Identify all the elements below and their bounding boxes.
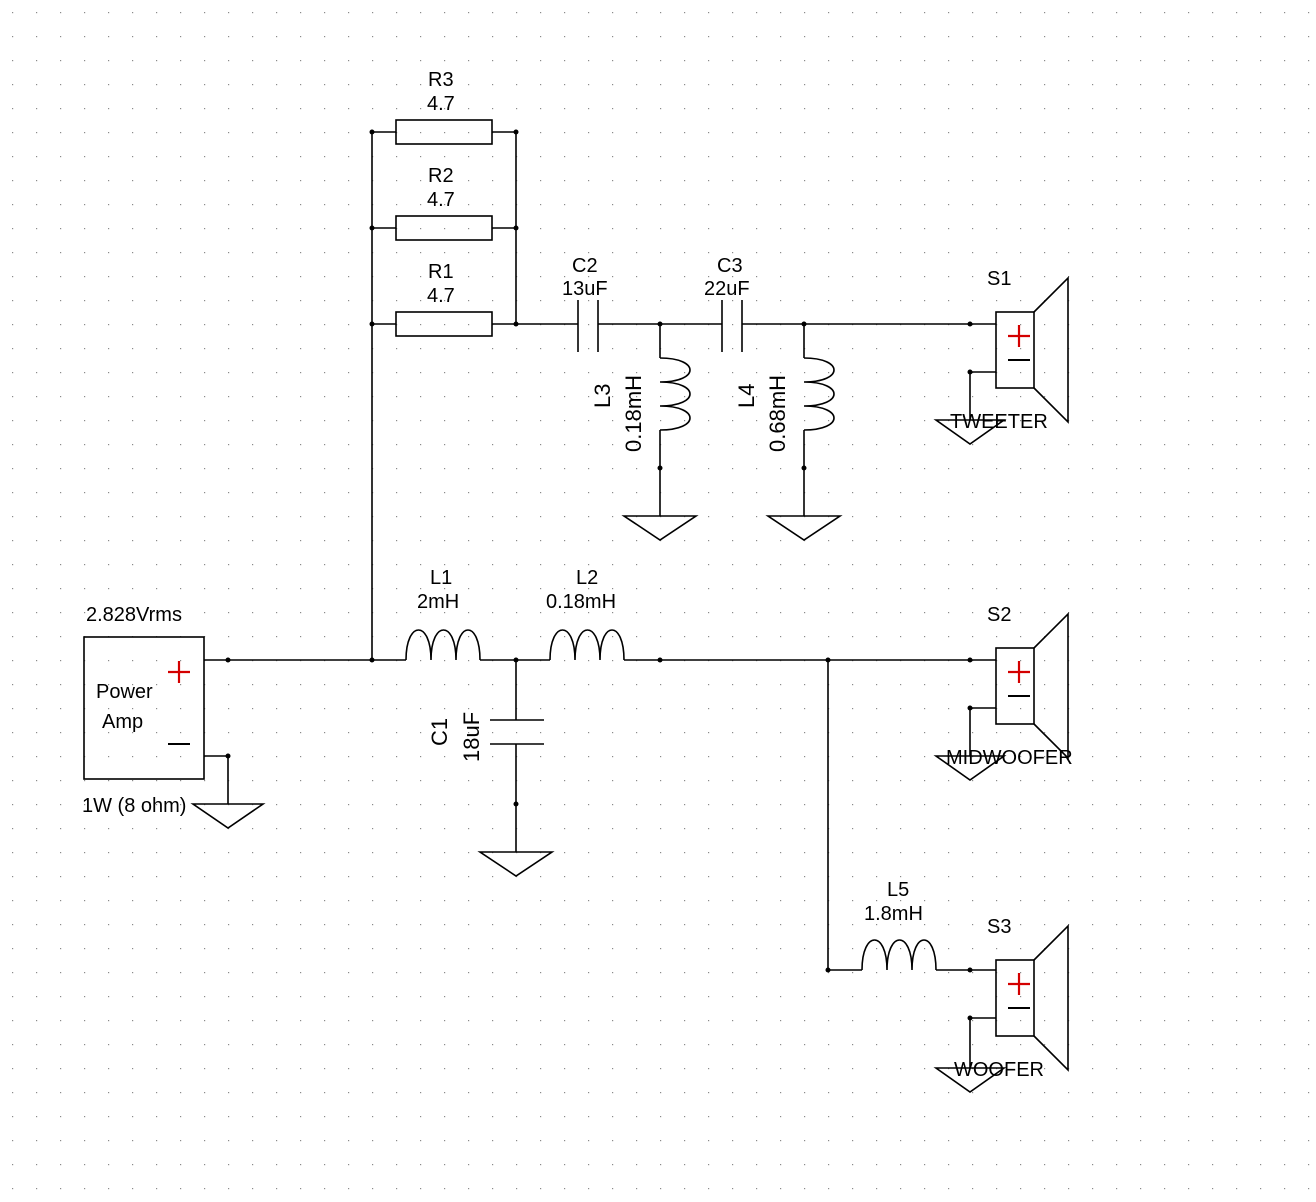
ground-symbols bbox=[190, 419, 1007, 1093]
speaker-s2[interactable] bbox=[995, 612, 1069, 760]
r1-name: R1 bbox=[428, 261, 454, 283]
resistor-r3[interactable] bbox=[395, 119, 493, 145]
l5-name: L5 bbox=[887, 879, 909, 901]
power-amp-label-2: Amp bbox=[102, 711, 143, 733]
s3-label: WOOFER bbox=[954, 1059, 1044, 1081]
ground-icon bbox=[621, 515, 699, 541]
ground-icon bbox=[933, 419, 1007, 445]
inductor-l5[interactable] bbox=[861, 939, 937, 971]
resistor-r1[interactable] bbox=[395, 311, 493, 337]
l1-value: 2mH bbox=[417, 591, 459, 613]
inductor-l4[interactable] bbox=[803, 357, 835, 431]
inductor-l3[interactable] bbox=[659, 357, 691, 431]
source-voltage-label: 2.828Vrms bbox=[86, 604, 182, 626]
inductor-l1[interactable] bbox=[405, 629, 481, 661]
l1-name: L1 bbox=[430, 567, 452, 589]
l2-name: L2 bbox=[576, 567, 598, 589]
capacitor-c1[interactable] bbox=[490, 719, 544, 745]
c3-name: C3 bbox=[717, 255, 743, 277]
c2-name: C2 bbox=[572, 255, 598, 277]
r3-value: 4.7 bbox=[427, 93, 455, 115]
r2-value: 4.7 bbox=[427, 189, 455, 211]
l4-name: L4 bbox=[734, 384, 759, 408]
ground-icon bbox=[933, 1067, 1007, 1093]
ground-icon bbox=[765, 515, 843, 541]
c1-value: 18uF bbox=[459, 712, 484, 762]
resistor-r2[interactable] bbox=[395, 215, 493, 241]
power-amp-label-1: Power bbox=[96, 681, 153, 703]
l3-name: L3 bbox=[590, 384, 615, 408]
source-power-label: 1W (8 ohm) bbox=[82, 795, 186, 817]
grid-dots bbox=[12, 12, 1310, 1190]
r1-value: 4.7 bbox=[427, 285, 455, 307]
r3-name: R3 bbox=[428, 69, 454, 91]
l5-value: 1.8mH bbox=[864, 903, 923, 925]
s1-name: S1 bbox=[987, 268, 1011, 290]
s1-label: TWEETER bbox=[950, 411, 1048, 433]
c2-value: 13uF bbox=[562, 278, 608, 300]
ground-icon bbox=[933, 755, 1007, 781]
s3-name: S3 bbox=[987, 916, 1011, 938]
l3-value: 0.18mH bbox=[621, 375, 646, 452]
ground-icon bbox=[190, 803, 266, 829]
wires bbox=[204, 131, 996, 1068]
l4-value: 0.68mH bbox=[765, 375, 790, 452]
junction-nodes bbox=[225, 129, 973, 1021]
r2-name: R2 bbox=[428, 165, 454, 187]
capacitor-c2[interactable] bbox=[577, 300, 599, 352]
c3-value: 22uF bbox=[704, 278, 750, 300]
l2-value: 0.18mH bbox=[546, 591, 616, 613]
power-amp[interactable]: Power Amp bbox=[83, 636, 205, 780]
s2-name: S2 bbox=[987, 604, 1011, 626]
s2-label: MIDWOOFER bbox=[946, 747, 1073, 769]
speaker-s3[interactable] bbox=[995, 924, 1069, 1072]
speaker-s1[interactable] bbox=[995, 276, 1069, 424]
capacitor-c3[interactable] bbox=[721, 300, 743, 352]
ground-icon bbox=[477, 851, 555, 877]
c1-name: C1 bbox=[427, 718, 452, 746]
inductor-l2[interactable] bbox=[549, 629, 625, 661]
